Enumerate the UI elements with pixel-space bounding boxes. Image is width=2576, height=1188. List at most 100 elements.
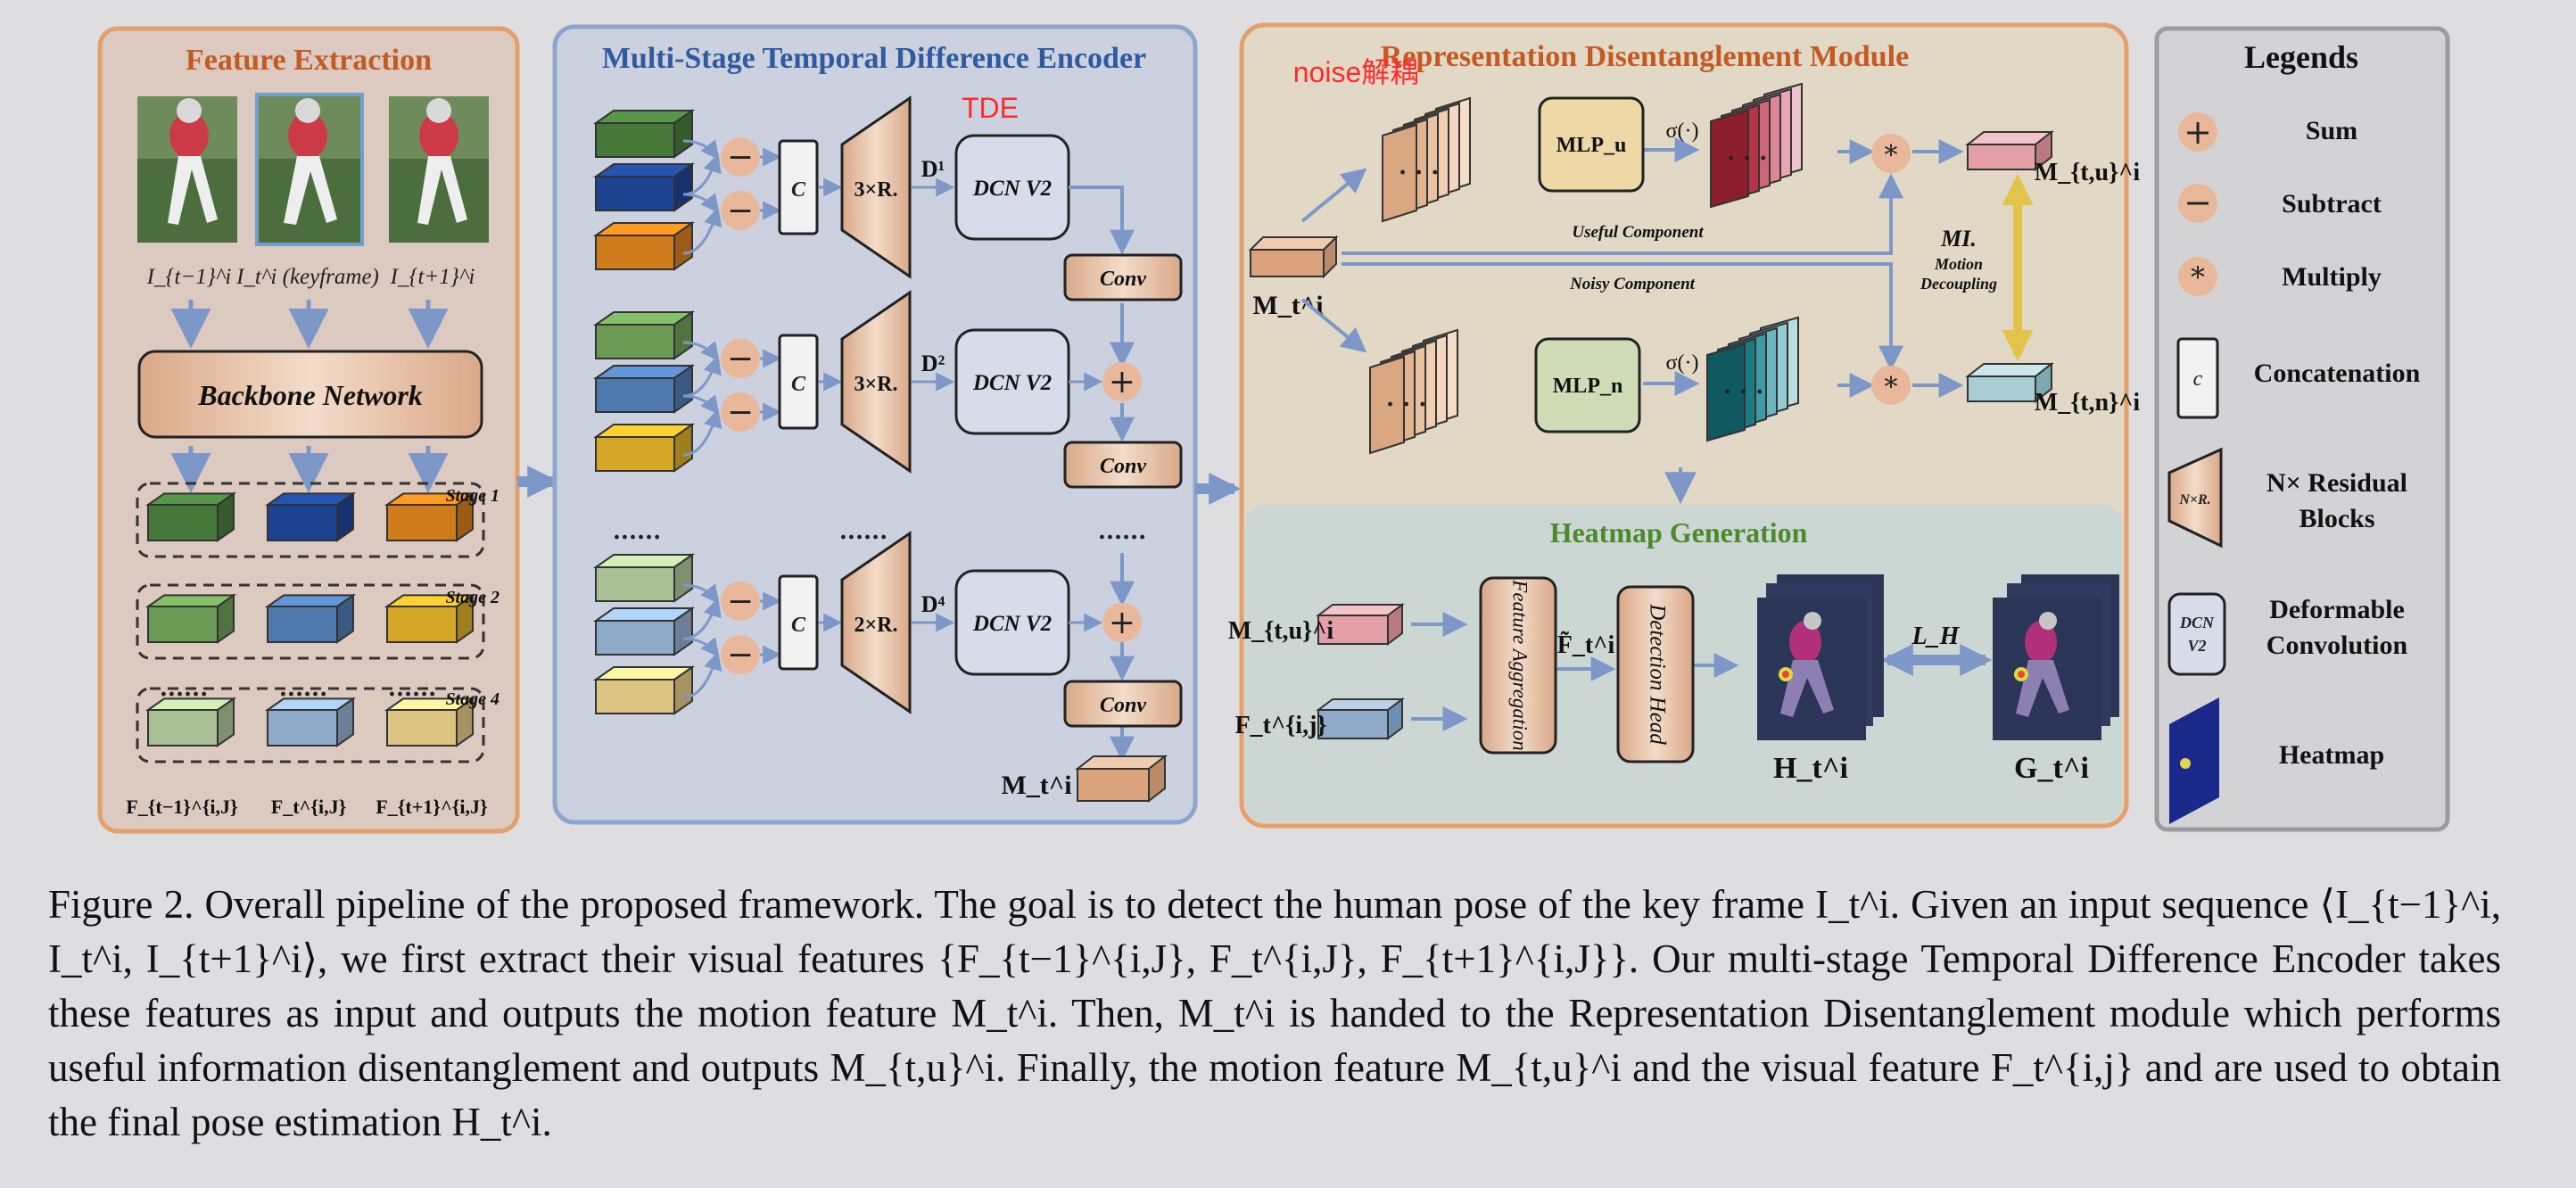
multiply-glyph: * xyxy=(2191,260,2205,294)
sum-icon: + xyxy=(1109,605,1135,641)
rdm-feature-stacks: · · · · · · · · · · · · xyxy=(1369,82,1803,455)
mlp-u-block xyxy=(1538,96,1645,193)
feature-cube xyxy=(264,491,357,542)
fe-ellipsis-2: ...... xyxy=(279,675,327,702)
subtract-node xyxy=(721,339,760,378)
residual-label: 3×R. xyxy=(854,178,897,202)
stage-group-box xyxy=(136,583,485,660)
predicted-heatmap-image xyxy=(1757,574,1884,740)
residual-blocks-icon xyxy=(2167,447,2223,549)
feature-cube xyxy=(144,697,237,747)
heatmap-input-m-block xyxy=(1316,603,1405,646)
backbone-network-label: Backbone Network xyxy=(197,379,423,411)
heatmap-input-f-label: F_t^{i,j} xyxy=(1235,712,1327,739)
rdm-panel: Representation Disentanglement Module no… xyxy=(1228,22,2141,829)
tde-input-cube xyxy=(592,606,696,656)
conv-block-1 xyxy=(1063,253,1183,301)
legend-item-heatmap: Heatmap xyxy=(2279,740,2384,770)
figure-caption: Figure 2. Overall pipeline of the propos… xyxy=(48,878,2501,1150)
feature-aggregation-label: Feature Aggregation xyxy=(1509,579,1532,750)
conv-block-2 xyxy=(1063,441,1183,489)
legend-item-residual-wrapper: N× Residual Blocks xyxy=(2266,468,2407,533)
detection-head-block xyxy=(1616,585,1695,763)
upper-feature-stack: · · · xyxy=(1382,96,1471,223)
legend-panel: Legends + Sum − Subtract * Multiply c Co… xyxy=(2154,26,2450,832)
h-label: H_t^i xyxy=(1773,752,1848,785)
conv-label-1: Conv xyxy=(1100,268,1146,291)
tde-input-cube xyxy=(592,423,696,473)
tde-input-cube xyxy=(592,109,696,159)
conv-block-3 xyxy=(1063,680,1183,728)
caption-text: Figure 2. Overall pipeline of the propos… xyxy=(48,882,2501,1144)
concat-label: C xyxy=(791,178,806,202)
residual-label: 2×R. xyxy=(854,614,897,637)
multiply-icon: * xyxy=(1885,140,1898,171)
input-frame-next xyxy=(389,96,489,243)
stage-4-label: Stage 4 xyxy=(445,689,500,709)
feature-cube xyxy=(384,697,476,747)
tde-panel: Multi-Stage Temporal Difference Encoder … xyxy=(552,24,1198,825)
diff-label: D² xyxy=(921,351,945,376)
legend-item-multiply: Multiply xyxy=(2282,262,2382,292)
subtract-icon: − xyxy=(727,394,754,431)
sum-icon: + xyxy=(1109,364,1135,400)
dcn-glyph-1: DCN xyxy=(2179,614,2215,631)
feature-extraction-title: Feature Extraction xyxy=(186,44,432,77)
input-frame-key xyxy=(255,93,364,246)
tde-input-cube xyxy=(592,553,696,603)
output-block-useful xyxy=(1965,129,2054,172)
stage-2-label: Stage 2 xyxy=(445,588,500,607)
concat-block xyxy=(778,139,819,235)
concatenation-icon xyxy=(2176,337,2219,419)
feature-cube xyxy=(384,491,476,542)
detection-head-label: Detection Head xyxy=(1645,603,1669,745)
fe-ellipsis-3: ...... xyxy=(388,675,436,702)
feature-cube xyxy=(384,593,476,644)
diff-label: D⁴ xyxy=(921,591,945,617)
rdm-title: Representation Disentanglement Module xyxy=(1381,40,1909,73)
legend-item-concatenation: Concatenation xyxy=(2254,359,2421,388)
mi-title: MI. xyxy=(1940,226,1977,252)
conv-label-2: Conv xyxy=(1100,455,1146,478)
output-label-useful: M_{t,u}^i xyxy=(2035,159,2141,186)
concat-block xyxy=(778,574,819,671)
loss-label: L_H xyxy=(1911,623,1961,650)
subtract-icon: − xyxy=(727,583,754,620)
concat-label: C xyxy=(791,614,806,637)
sum-glyph: + xyxy=(2184,112,2212,152)
output-label-noisy: M_{t,n}^i xyxy=(2035,389,2141,417)
stack-ellipsis: · · · xyxy=(1386,392,1426,418)
frame-label-prev: I_{t−1}^i xyxy=(146,265,232,289)
heatmap-generation-section: Heatmap Generation M_{t,u}^i F_t^{i,j} xyxy=(1228,516,2119,785)
feature-cube xyxy=(264,697,357,747)
mlp-n-label: MLP_n xyxy=(1553,375,1623,398)
frame-label-next: I_{t+1}^i xyxy=(390,265,475,289)
stack-ellipsis: · · · xyxy=(1399,160,1439,186)
concat-label: C xyxy=(791,373,806,396)
residual-block xyxy=(840,290,912,474)
upper-weighted-stack: · · · xyxy=(1710,82,1803,209)
noisy-component-label: Noisy Component xyxy=(1569,275,1696,293)
tde-annotation: TDE xyxy=(962,92,1019,124)
heatmap-icon xyxy=(2169,697,2219,824)
sigma-upper: σ(·) xyxy=(1666,120,1699,143)
feature-aggregation-block xyxy=(1479,576,1557,755)
tde-input-cube xyxy=(592,364,696,414)
fe-ellipsis-1: ...... xyxy=(160,675,208,702)
legend-item-residual: N× Residual Blocks xyxy=(2266,468,2407,533)
input-frame-prev xyxy=(137,96,237,243)
tde-input-cube xyxy=(592,162,696,212)
tde-input-arrow xyxy=(682,650,722,699)
concatenation-glyph: c xyxy=(2193,367,2203,391)
rdm-input-label: M_t^i xyxy=(1252,291,1323,320)
stack-ellipsis: · · · xyxy=(1723,379,1763,406)
residual-label: 3×R. xyxy=(854,373,897,396)
heatmap-glyph-spot xyxy=(2180,758,2191,769)
residual-blocks-glyph: N×R. xyxy=(2178,492,2210,507)
tde-input-cube xyxy=(592,310,696,360)
stage-group-box xyxy=(136,687,485,763)
backbone-network-block xyxy=(137,350,483,439)
lower-feature-stack: · · · xyxy=(1369,328,1458,455)
tde-output-block xyxy=(1075,754,1168,804)
